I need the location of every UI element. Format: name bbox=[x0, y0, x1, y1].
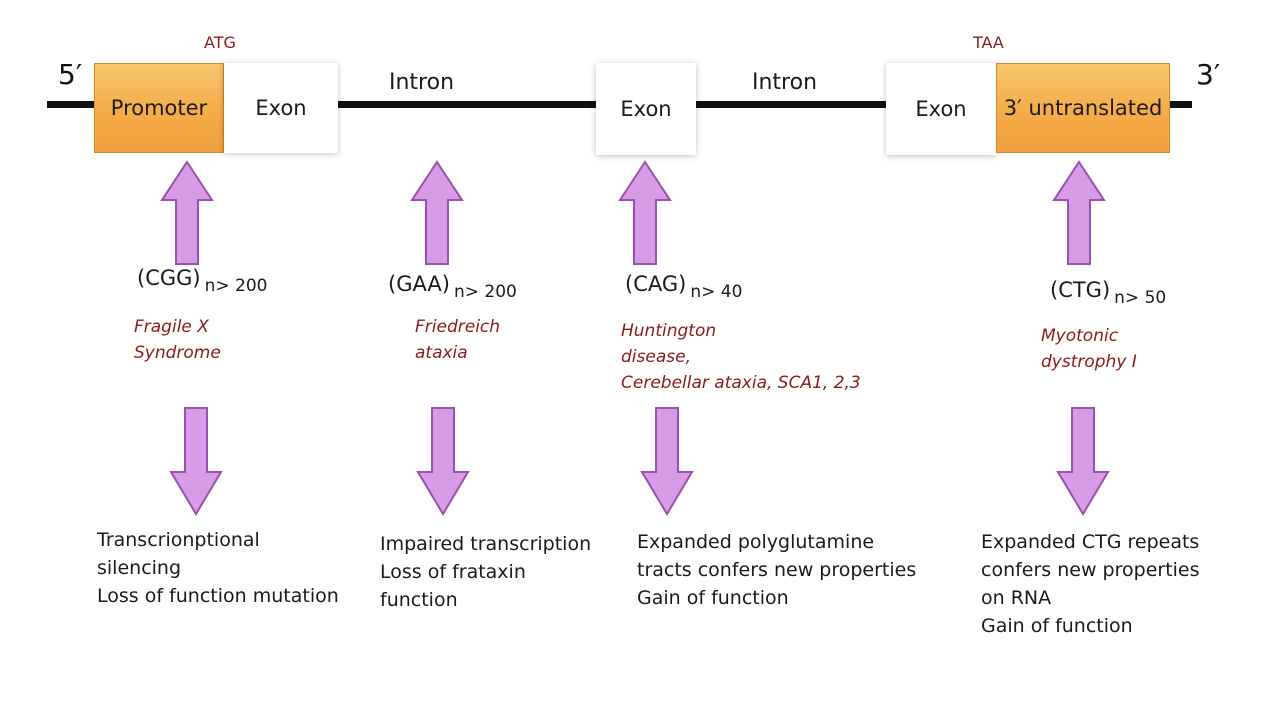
repeat-threshold: n> 200 bbox=[453, 282, 517, 302]
utr-label: 3′ untranslated bbox=[1003, 96, 1163, 120]
promoter-label: Promoter bbox=[110, 96, 208, 120]
five-prime-label: 5′ bbox=[58, 58, 83, 91]
down-arrow-icon bbox=[1056, 407, 1110, 516]
gene-backbone-intron2 bbox=[696, 101, 886, 108]
repeat-label: (CTG)n> 50 bbox=[1050, 278, 1166, 308]
intron-1-label: Intron bbox=[389, 70, 455, 95]
intron-2-label: Intron bbox=[752, 70, 818, 95]
exon-1-region: Exon bbox=[224, 63, 338, 153]
repeat-label: (GAA)n> 200 bbox=[388, 272, 517, 302]
exon-1-label: Exon bbox=[255, 96, 307, 120]
utr-region: 3′ untranslated bbox=[996, 63, 1170, 153]
exon-2-label: Exon bbox=[620, 97, 672, 121]
repeat-threshold: n> 50 bbox=[1114, 288, 1167, 308]
repeat-motif: (GAA) bbox=[388, 272, 450, 296]
exon-3-region: Exon bbox=[886, 63, 996, 155]
stop-codon-label: TAA bbox=[973, 33, 1004, 52]
effect-text: Transcrionptional silencing Loss of func… bbox=[97, 529, 339, 607]
gene-backbone-right bbox=[1170, 101, 1192, 108]
repeat-label: (CAG)n> 40 bbox=[625, 272, 742, 302]
repeat-motif: (CTG) bbox=[1050, 278, 1111, 302]
promoter-region: Promoter bbox=[94, 63, 224, 153]
start-codon-label: ATG bbox=[204, 33, 236, 52]
repeat-motif: (CAG) bbox=[625, 272, 687, 296]
disease-label: Friedreich ataxia bbox=[415, 317, 501, 363]
up-arrow-icon bbox=[410, 160, 464, 265]
exon-3-label: Exon bbox=[915, 97, 967, 121]
repeat-threshold: n> 40 bbox=[690, 282, 743, 302]
effect-text: Impaired transcription Loss of frataxin … bbox=[380, 533, 592, 611]
gene-backbone-left bbox=[47, 101, 97, 108]
repeat-motif: (CGG) bbox=[137, 266, 201, 290]
effect-text: Expanded CTG repeats confers new propert… bbox=[981, 531, 1200, 637]
up-arrow-icon bbox=[160, 160, 214, 265]
disease-label: Huntington disease, Cerebellar ataxia, S… bbox=[621, 321, 861, 393]
exon-2-region: Exon bbox=[596, 63, 696, 155]
down-arrow-icon bbox=[640, 407, 694, 516]
disease-label: Fragile X Syndrome bbox=[134, 317, 221, 363]
down-arrow-icon bbox=[416, 407, 470, 516]
repeat-label: (CGG)n> 200 bbox=[137, 266, 267, 296]
effect-text: Expanded polyglutamine tracts confers ne… bbox=[637, 531, 917, 609]
up-arrow-icon bbox=[618, 160, 672, 265]
repeat-threshold: n> 200 bbox=[204, 276, 268, 296]
gene-backbone-intron1 bbox=[338, 101, 596, 108]
three-prime-label: 3′ bbox=[1196, 58, 1221, 91]
disease-label: Myotonic dystrophy I bbox=[1041, 326, 1137, 372]
down-arrow-icon bbox=[169, 407, 223, 516]
up-arrow-icon bbox=[1052, 160, 1106, 265]
